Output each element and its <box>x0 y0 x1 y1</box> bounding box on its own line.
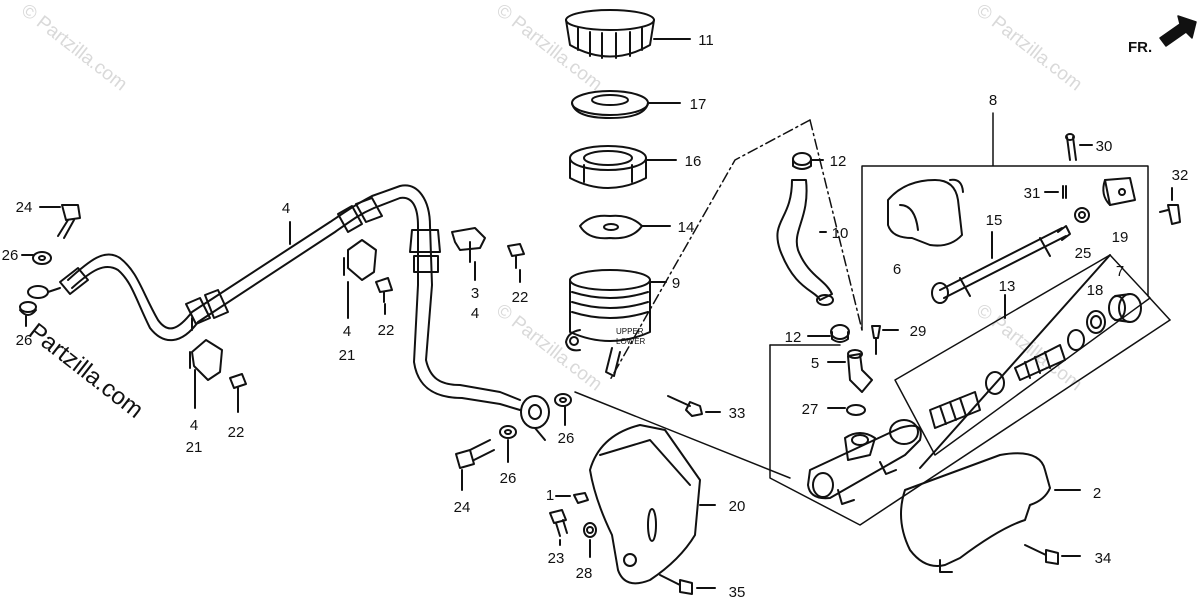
part-number-label: 26 <box>2 247 19 264</box>
part-number-label: 12 <box>830 153 847 170</box>
o-ring-icon <box>846 404 866 416</box>
part-number-label: 18 <box>1087 282 1104 299</box>
part-number-label: 1 <box>546 487 554 504</box>
pin-icon <box>1065 133 1077 161</box>
part-number-label: 2 <box>1093 485 1101 502</box>
reservoir-body-icon: UPPER LOWER <box>565 269 651 377</box>
hose-clamp-icon <box>451 227 486 263</box>
part-number-label: 21 <box>186 439 203 456</box>
part-number-label: 4 <box>190 417 198 434</box>
part-number-label: 4 <box>282 200 290 217</box>
washer-icon <box>554 393 572 407</box>
hose-clip-icon <box>830 324 850 343</box>
bolt-icon <box>1024 544 1059 565</box>
dust-boot-icon <box>887 178 964 247</box>
part-number-label: 26 <box>558 430 575 447</box>
part-number-label: 24 <box>454 499 471 516</box>
part-number-label: 7 <box>1116 263 1124 280</box>
part-number-label: 17 <box>690 96 707 113</box>
part-number-label: 29 <box>910 323 927 340</box>
part-number-label: 10 <box>832 225 849 242</box>
bolt-icon <box>229 373 247 401</box>
brake-hose-icon <box>67 184 521 411</box>
cup-icon <box>1108 293 1142 323</box>
screw-icon <box>871 325 881 355</box>
part-number-label: 4 <box>343 323 351 340</box>
part-number-label: 15 <box>986 212 1003 229</box>
part-number-label: 11 <box>698 32 714 49</box>
washer-icon <box>32 251 52 265</box>
bolt-icon <box>549 509 568 537</box>
part-number-label: 31 <box>1024 185 1041 202</box>
hose-clamp-icon <box>343 239 377 281</box>
bolt-icon <box>375 277 393 303</box>
guard-icon <box>589 424 701 585</box>
joint-pin-icon <box>1159 204 1181 225</box>
master-cylinder-icon <box>807 419 922 505</box>
part-number-label: 28 <box>576 565 593 582</box>
cotter-pin-icon <box>1062 185 1067 199</box>
part-number-label: 13 <box>999 278 1016 295</box>
hose-end-icon <box>27 267 89 299</box>
hose-clip-icon <box>792 152 812 170</box>
part-number-label: 30 <box>1096 138 1113 155</box>
part-number-label: 20 <box>729 498 746 515</box>
reservoir-cap-icon <box>565 9 655 59</box>
part-number-label: 14 <box>678 219 695 236</box>
cover-icon <box>900 452 1051 573</box>
part-number-label: 33 <box>729 405 746 422</box>
front-arrow-icon <box>1159 15 1197 47</box>
washer-icon <box>19 301 37 316</box>
nut-icon <box>573 492 589 504</box>
clevis-icon <box>1102 177 1136 206</box>
diaphragm-icon <box>569 145 647 189</box>
part-number-label: 8 <box>989 92 997 109</box>
collar-icon <box>583 522 597 538</box>
hose-joint-icon <box>847 349 873 393</box>
seal-icon <box>1086 310 1106 334</box>
svg-text:UPPER: UPPER <box>616 327 644 336</box>
part-number-label: 9 <box>672 275 680 292</box>
part-number-label: 22 <box>378 322 395 339</box>
washer-icon <box>499 425 517 439</box>
svg-text:LOWER: LOWER <box>616 337 646 346</box>
part-number-label: 26 <box>500 470 517 487</box>
plate-icon <box>579 214 643 240</box>
hose-clamp-icon <box>189 339 223 381</box>
banjo-fitting-icon <box>520 395 550 441</box>
part-number-label: 6 <box>893 261 901 278</box>
diaphragm-plate-icon <box>571 90 649 119</box>
part-number-label: 26 <box>16 332 33 349</box>
front-direction-label: FR. <box>1128 39 1152 56</box>
bolt-icon <box>57 204 81 239</box>
bolt-icon <box>667 395 703 417</box>
part-number-label: 35 <box>729 584 746 601</box>
part-number-label: 22 <box>228 424 245 441</box>
bolt-icon <box>659 574 693 595</box>
push-rod-icon <box>931 225 1071 304</box>
part-number-label: 21 <box>339 347 356 364</box>
bolt-icon <box>507 243 525 269</box>
part-number-label: 34 <box>1095 550 1112 567</box>
part-number-label: 5 <box>811 355 819 372</box>
piston-kit-icon <box>929 329 1085 429</box>
hose-fitting-icon <box>409 229 441 273</box>
part-number-label: 22 <box>512 289 529 306</box>
reservoir-hose-icon <box>776 179 834 306</box>
part-number-label: 23 <box>548 550 565 567</box>
part-number-label: 16 <box>685 153 702 170</box>
part-number-label: 25 <box>1075 245 1092 262</box>
part-number-label: 27 <box>802 401 819 418</box>
part-number-label: 19 <box>1112 229 1129 246</box>
part-number-label: 12 <box>785 329 802 346</box>
bolt-icon <box>455 439 495 469</box>
part-number-label: 3 <box>471 285 479 302</box>
nut-icon <box>1074 207 1090 223</box>
part-number-label: 32 <box>1172 167 1189 184</box>
part-number-label: 24 <box>16 199 33 216</box>
part-number-label: 4 <box>471 305 479 322</box>
hose-fitting-icon <box>337 197 383 233</box>
